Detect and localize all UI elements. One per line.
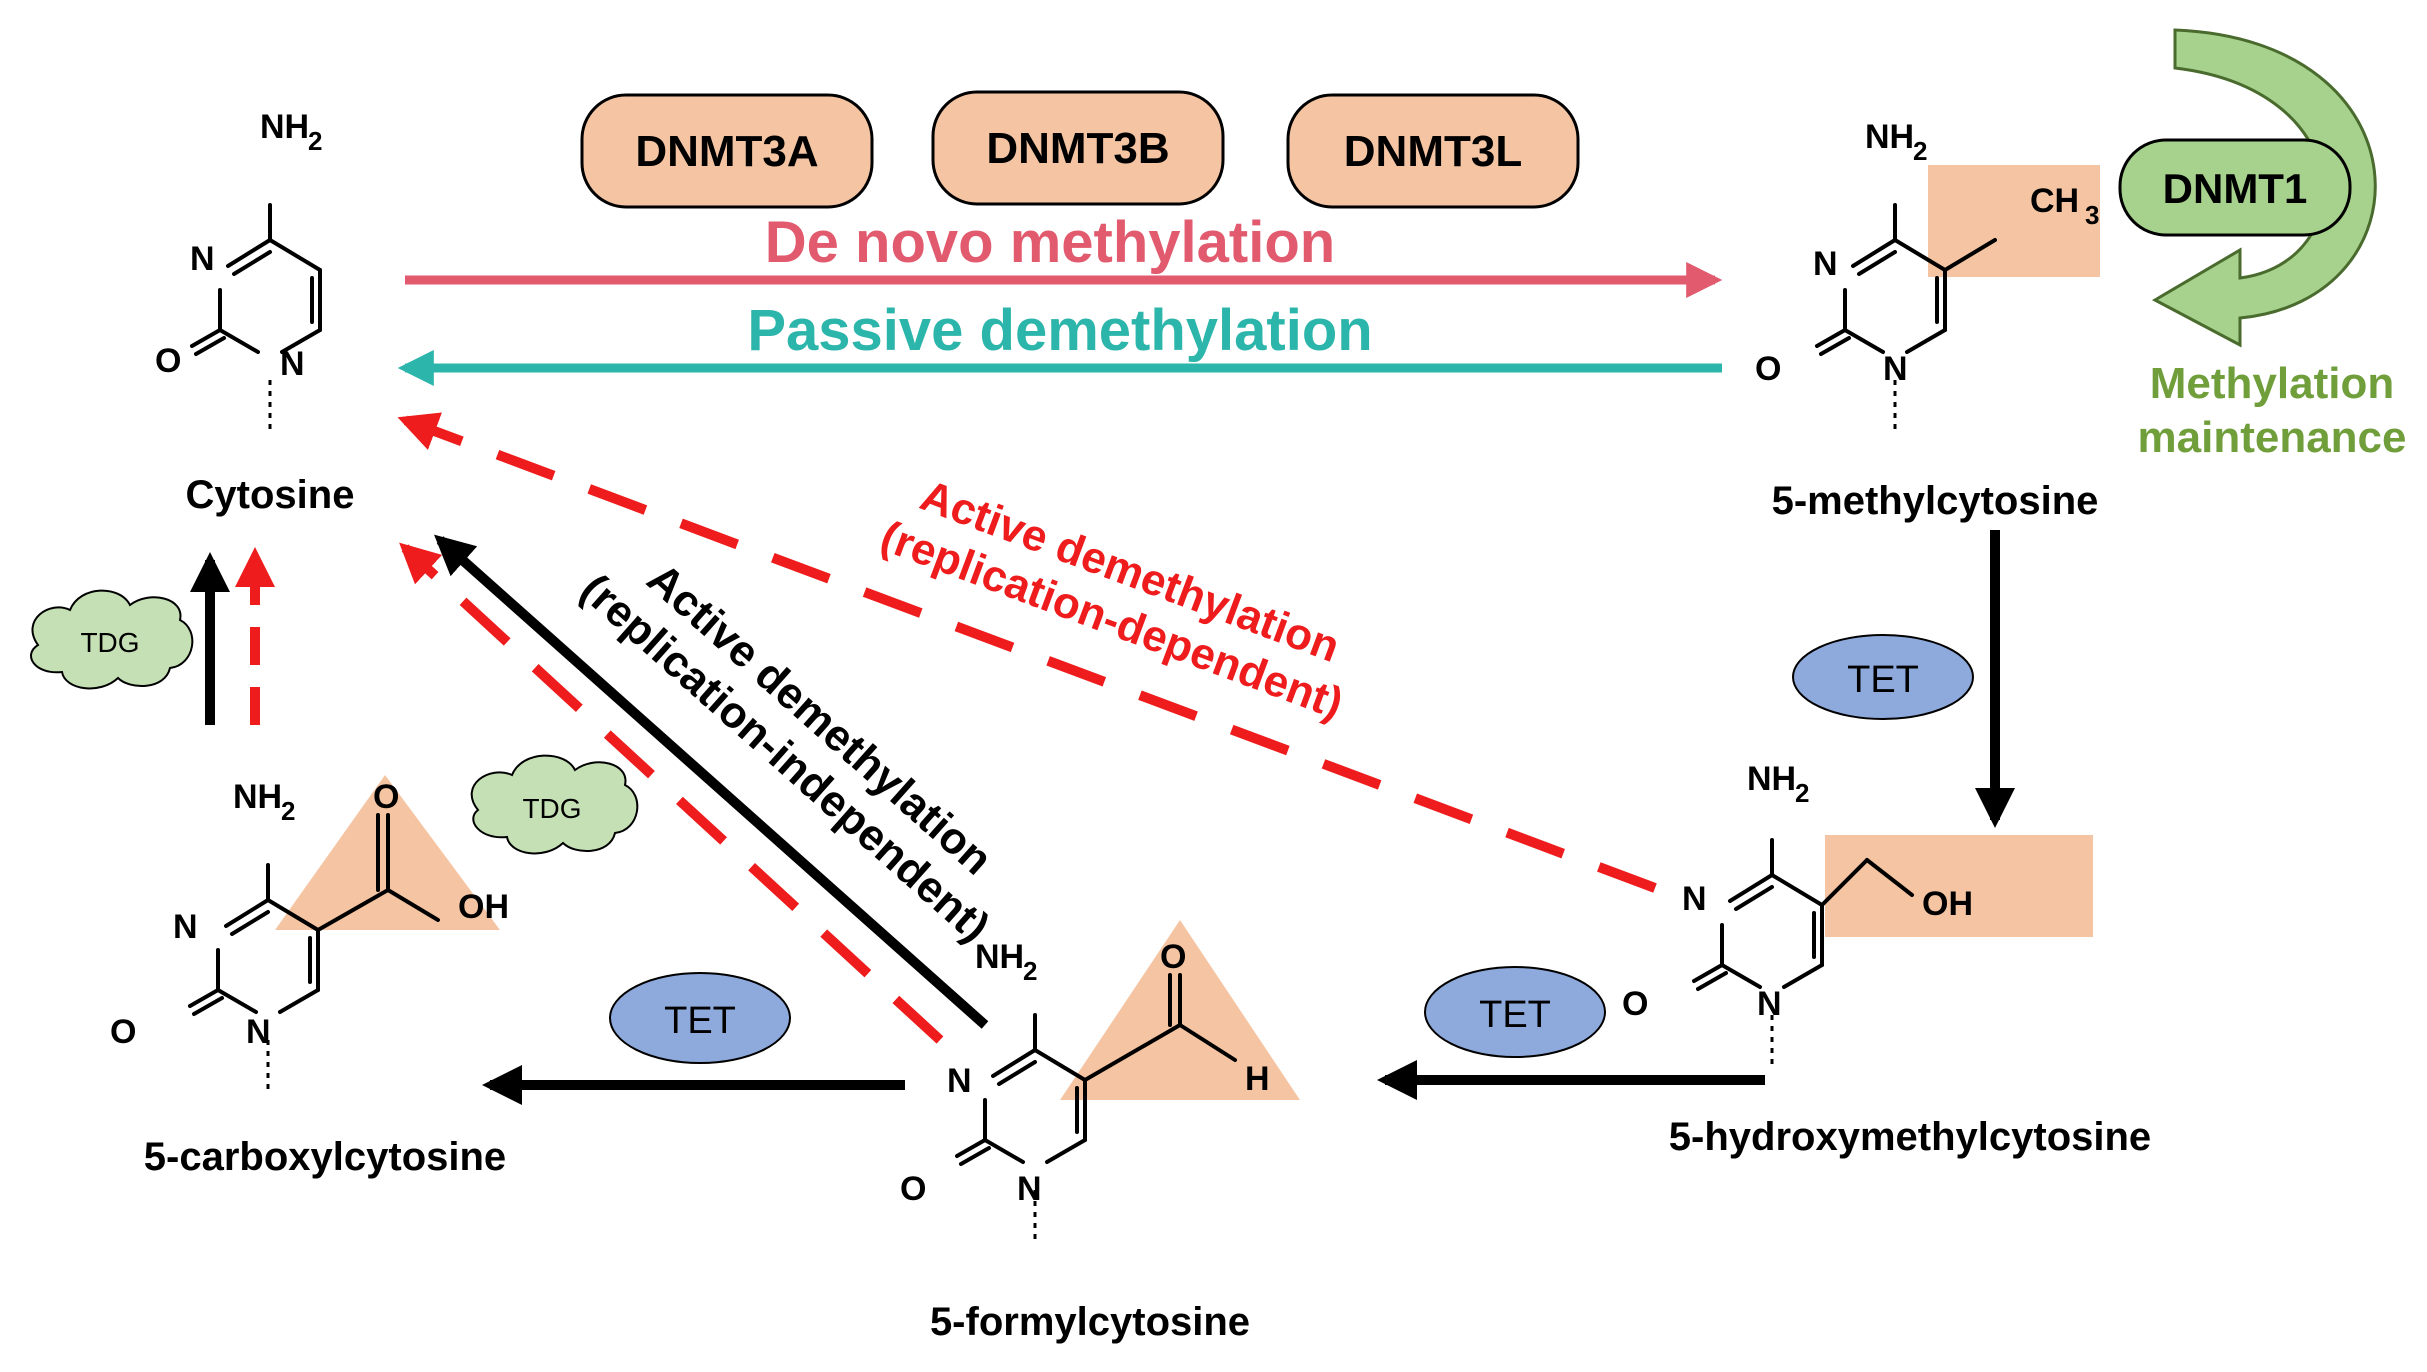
svg-text:NH: NH [1747, 760, 1796, 798]
svg-text:2: 2 [1913, 136, 1927, 166]
svg-text:TDG: TDG [80, 627, 139, 658]
svg-text:2: 2 [1023, 956, 1037, 986]
svg-text:O: O [155, 342, 181, 380]
svg-text:N: N [1757, 985, 1782, 1023]
svg-text:2: 2 [281, 796, 295, 826]
dnmt3l-pill: DNMT3L [1286, 93, 1580, 209]
tdg-cloud-1: TDG [30, 589, 194, 690]
svg-text:NH: NH [233, 778, 282, 816]
svg-text:N: N [1813, 245, 1838, 283]
svg-text:N: N [190, 240, 215, 278]
svg-text:TET: TET [1847, 659, 1919, 701]
svg-text:N: N [1883, 350, 1908, 388]
svg-text:3: 3 [2085, 200, 2099, 230]
active-demethylation-dependent-arrow-1 [397, 412, 1657, 893]
de-novo-methylation-label: De novo methylation [765, 210, 1335, 275]
svg-text:N: N [173, 908, 198, 946]
svg-text:O: O [373, 778, 399, 816]
formylcytosine-label: 5-formylcytosine [930, 1300, 1250, 1344]
carboxylcytosine-label: 5-carboxylcytosine [144, 1135, 506, 1179]
formylcytosine-structure: NH 2 N N O O H [900, 938, 1270, 1242]
svg-text:TDG: TDG [522, 793, 581, 824]
maintenance-label-line2: maintenance [2138, 413, 2407, 462]
tdg-cloud-2: TDG [470, 754, 639, 855]
maintenance-curved-arrow [2151, 28, 2377, 348]
carboxylcytosine-structure: NH 2 N N O O OH [110, 778, 509, 1092]
svg-text:O: O [1160, 938, 1186, 976]
svg-text:OH: OH [458, 888, 509, 926]
svg-text:2: 2 [308, 126, 322, 156]
svg-text:N: N [280, 345, 305, 383]
dnmt3a-label: DNMT3A [635, 127, 818, 176]
svg-text:O: O [110, 1013, 136, 1051]
svg-text:O: O [1622, 985, 1648, 1023]
svg-text:NH: NH [975, 938, 1024, 976]
maintenance-label-line1: Methylation [2150, 359, 2394, 408]
active-independent-line1: Active demethylation [638, 554, 1001, 884]
hydroxymethylcytosine-structure: NH 2 N N O OH [1622, 760, 1973, 1067]
tet-ellipse-2: TET [1424, 966, 1606, 1058]
dnmt3a-pill: DNMT3A [580, 93, 874, 209]
dnmt3l-label: DNMT3L [1344, 127, 1522, 176]
svg-text:2: 2 [1795, 778, 1809, 808]
hydroxymethyl-highlight [1825, 835, 2093, 937]
tet-ellipse-1: TET [1792, 634, 1974, 720]
active-demethylation-dependent-arrow-2 [399, 542, 944, 1044]
svg-text:O: O [1755, 350, 1781, 388]
svg-text:N: N [1017, 1170, 1042, 1208]
tet-ellipse-3: TET [609, 972, 791, 1064]
methyl-highlight [1928, 165, 2100, 277]
dnmt3b-pill: DNMT3B [931, 90, 1225, 206]
passive-demethylation-label: Passive demethylation [747, 298, 1372, 363]
svg-text:TET: TET [1479, 994, 1551, 1036]
cytosine-label: Cytosine [186, 473, 355, 517]
svg-text:OH: OH [1922, 885, 1973, 923]
svg-text:O: O [900, 1170, 926, 1208]
svg-text:N: N [246, 1013, 271, 1051]
methylcytosine-label: 5-methylcytosine [1772, 479, 2099, 523]
cytosine-structure: NH 2 N N O [155, 108, 322, 432]
svg-text:N: N [947, 1062, 972, 1100]
methylcytosine-structure: NH 2 N N O CH 3 [1755, 118, 2099, 432]
svg-text:TET: TET [664, 1000, 736, 1042]
dnmt3b-label: DNMT3B [986, 124, 1169, 173]
svg-text:CH: CH [2030, 182, 2079, 220]
dnmt1-label: DNMT1 [2163, 165, 2308, 212]
active-dependent-label: Active demethylation (replication-depend… [874, 471, 1349, 729]
hydroxymethylcytosine-label: 5-hydroxymethylcytosine [1669, 1115, 2151, 1159]
active-demethylation-independent-arrow [434, 534, 989, 1029]
svg-text:H: H [1245, 1060, 1270, 1098]
dnmt1-pill: DNMT1 [2118, 138, 2352, 237]
svg-text:N: N [1682, 880, 1707, 918]
svg-text:NH: NH [260, 108, 309, 146]
svg-text:NH: NH [1865, 118, 1914, 156]
